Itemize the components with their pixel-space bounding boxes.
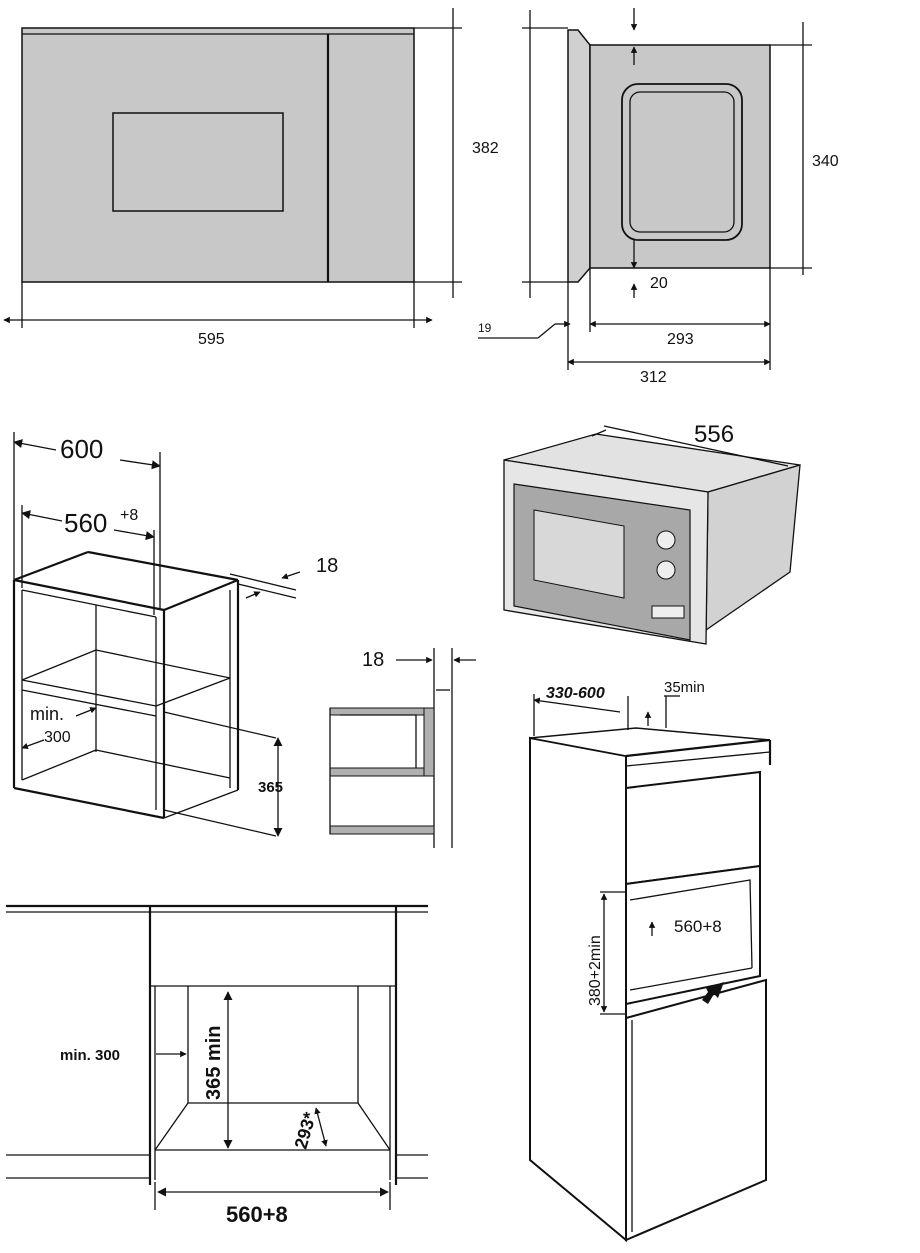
appliance-knob-top — [656, 530, 676, 550]
appliance-view: 556 — [503, 421, 801, 645]
tall-opening-height-label: 380+2min — [587, 935, 604, 1006]
appliance-depth-label: 556 — [694, 421, 734, 448]
front-width-label: 595 — [198, 331, 225, 348]
side-total-depth-label: 312 — [640, 369, 667, 386]
wall-cabinet: 600 560 +8 18 min. 300 365 — [12, 432, 338, 837]
cabinet-inner-sup: +8 — [120, 507, 138, 524]
side-front-label: 19 — [478, 321, 492, 335]
side-view-front-frame — [567, 29, 591, 283]
cabinet-min-label-2: 300 — [44, 729, 71, 746]
tall-depth-label: 330-600 — [546, 685, 605, 702]
cabinet-width-label: 600 — [60, 434, 103, 464]
base-height-label: 365 min — [203, 1026, 225, 1100]
base-width-label: 560+8 — [226, 1202, 288, 1227]
side-view-window — [621, 83, 743, 241]
side-depth-label: 293 — [667, 331, 694, 348]
side-height-label: 340 — [812, 153, 839, 170]
panel-detail: 18 — [329, 648, 476, 848]
front-height-label: 382 — [472, 140, 499, 157]
front-view: 595 382 — [3, 8, 499, 348]
cabinet-min-label-1: min. — [30, 704, 64, 724]
cabinet-panel-label: 18 — [316, 555, 338, 577]
appliance-knob-bottom — [656, 560, 676, 580]
tall-gap-label: 35min — [664, 679, 705, 696]
base-min-label: min. 300 — [60, 1047, 120, 1064]
front-view-window — [112, 112, 284, 212]
cabinet-height-label: 365 — [258, 779, 283, 796]
tall-pointer-arrow — [702, 982, 724, 1004]
appliance-window — [533, 509, 625, 599]
cabinet-inner-label: 560 — [64, 508, 107, 538]
side-frame-label: 20 — [650, 275, 668, 292]
panel-thickness-label: 18 — [362, 649, 384, 671]
base-cabinet: min. 300 365 min 293* 560+8 — [6, 904, 428, 1227]
tall-cabinet: 330-600 35min 560+8 380+2min — [529, 679, 772, 1243]
tall-opening-width-label: 560+8 — [674, 917, 722, 936]
side-view: 340 20 19 293 312 — [478, 8, 839, 386]
base-depth-label: 293* — [291, 1110, 320, 1151]
